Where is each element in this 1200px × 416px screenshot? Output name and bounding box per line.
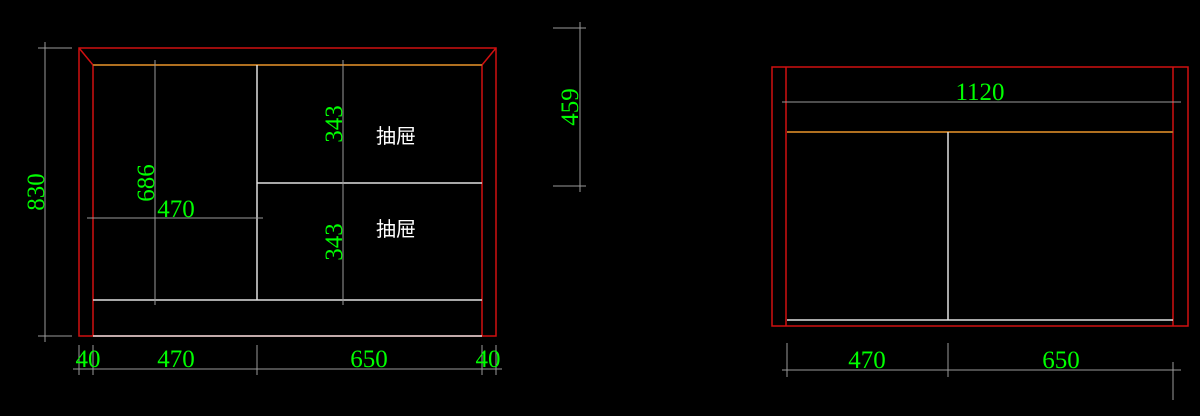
dim-bottom-2: 650 — [350, 346, 388, 373]
dim-total-height: 830 — [23, 173, 50, 211]
side-view: 1120 470 650 — [771, 66, 1189, 400]
dim-open-width: 470 — [157, 196, 195, 223]
dim-drawer-top-height: 343 — [321, 105, 348, 143]
front-view: 830 686 470 343 343 抽屉 抽屉 40 470 650 40 … — [23, 22, 586, 375]
dim-drawer-bottom-height: 343 — [321, 223, 348, 261]
dim-drawer-zone: 459 — [557, 88, 584, 126]
dim-bottom-0: 40 — [76, 346, 101, 373]
dim-bottom-0: 470 — [848, 347, 886, 374]
frame-miter — [481, 47, 497, 66]
dim-inner-width: 1120 — [955, 79, 1004, 106]
dim-bottom-1: 650 — [1042, 347, 1080, 374]
dim-bottom-3: 40 — [476, 346, 501, 373]
dim-inner-height: 686 — [133, 164, 160, 202]
frame-miter — [78, 47, 94, 66]
drawer-label-top: 抽屉 — [376, 124, 416, 148]
dimension-lines — [38, 22, 586, 375]
dimension-lines — [782, 101, 1181, 400]
outer-frame — [771, 66, 1189, 327]
dim-bottom-1: 470 — [157, 346, 195, 373]
drawer-label-bottom: 抽屉 — [376, 217, 416, 241]
